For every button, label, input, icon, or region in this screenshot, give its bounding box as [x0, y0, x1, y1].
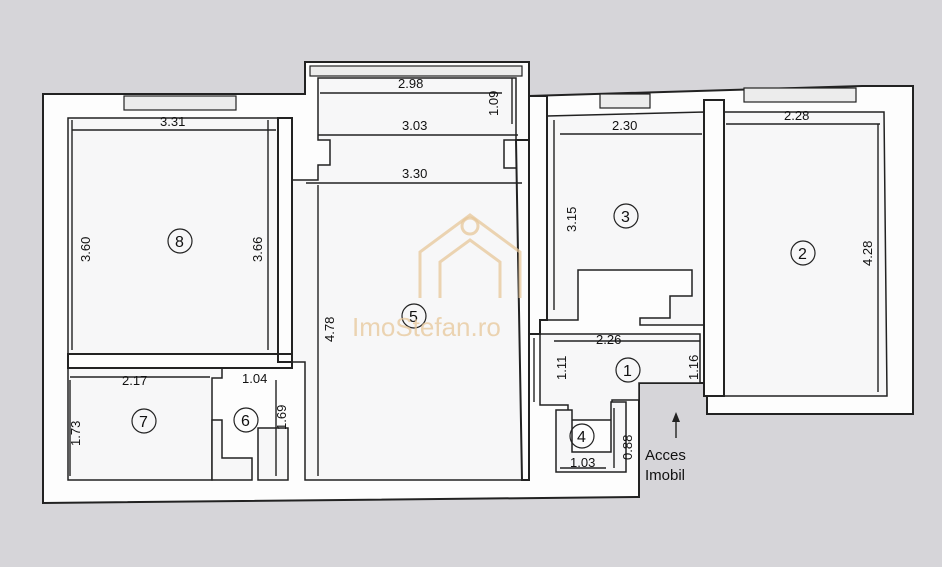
window-room-8 — [123, 95, 237, 111]
dim-2-28: 2.28 — [784, 108, 809, 123]
window-room-2 — [743, 87, 857, 103]
dim-2-30: 2.30 — [612, 118, 637, 133]
dim-1-03: 1.03 — [570, 455, 595, 470]
room-1-marker: 1 — [615, 357, 641, 383]
hall-6-area — [257, 427, 289, 481]
svg-text:6: 6 — [241, 413, 250, 430]
room-6-marker: 6 — [233, 407, 259, 433]
dim-2-98: 2.98 — [398, 76, 423, 91]
svg-text:5: 5 — [409, 309, 418, 326]
room-7-marker: 7 — [131, 408, 157, 434]
window-room-3 — [599, 93, 651, 109]
room-2-marker: 2 — [790, 240, 816, 266]
dim-2-17: 2.17 — [122, 373, 147, 388]
dim-1-11: 1.11 — [554, 356, 569, 380]
dim-3-30: 3.30 — [402, 166, 427, 181]
access-label-line1: Acces — [645, 447, 686, 464]
dim-1-73: 1.73 — [68, 421, 83, 446]
access-arrow — [672, 412, 680, 438]
svg-text:8: 8 — [175, 234, 184, 251]
dim-3-03: 3.03 — [402, 118, 427, 133]
dim-4-28: 4.28 — [860, 241, 875, 266]
watermark-house-icon — [418, 213, 522, 298]
room-4-area — [555, 401, 627, 473]
dim-2-26: 2.26 — [596, 332, 621, 347]
dim-3-15: 3.15 — [564, 207, 579, 232]
room-1-area — [539, 333, 701, 421]
room-8-area — [67, 117, 279, 355]
room-4-marker: 4 — [569, 423, 595, 449]
room-6-area — [211, 419, 253, 481]
dim-1-16: 1.16 — [686, 355, 701, 380]
dim-4-78: 4.78 — [322, 317, 337, 342]
room-5-area — [291, 77, 523, 481]
partition-walls — [67, 95, 725, 481]
dim-3-31: 3.31 — [160, 114, 185, 129]
dim-1-69: 1.69 — [274, 405, 289, 430]
room-8-marker: 8 — [167, 228, 193, 254]
dimension-lines — [69, 78, 880, 476]
dim-0-88: 0.88 — [620, 435, 635, 460]
window-room-5 — [309, 65, 523, 77]
access-label-line2: Imobil — [645, 467, 685, 484]
room-3-marker: 3 — [613, 203, 639, 229]
svg-text:4: 4 — [577, 429, 586, 446]
dim-1-04: 1.04 — [242, 371, 267, 386]
svg-text:2: 2 — [798, 246, 807, 263]
dim-3-60: 3.60 — [78, 237, 93, 262]
svg-text:1: 1 — [623, 363, 632, 380]
svg-text:7: 7 — [139, 414, 148, 431]
dim-1-09: 1.09 — [486, 91, 501, 116]
watermark-text: ImoStefan.ro — [352, 312, 501, 342]
dim-3-66: 3.66 — [250, 237, 265, 262]
svg-text:3: 3 — [621, 209, 630, 226]
room-5-marker: 5 — [401, 303, 427, 329]
